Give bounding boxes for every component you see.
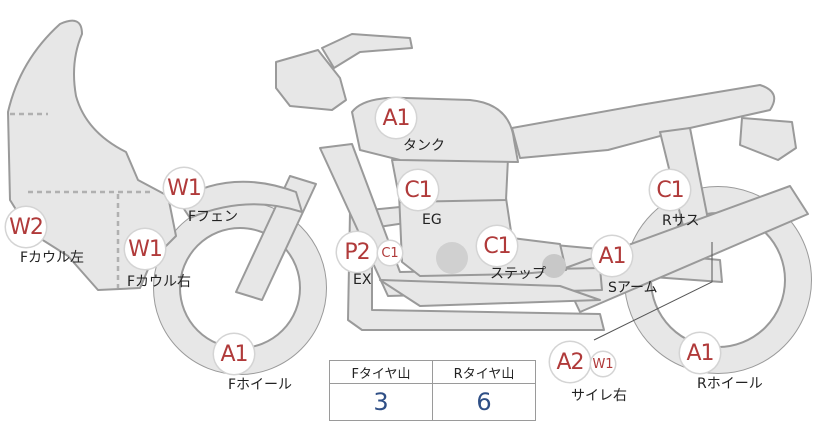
frame-lower-shape xyxy=(379,279,601,307)
ex-code-badge: P2 xyxy=(337,232,377,272)
cowl-divider-dash xyxy=(10,112,150,288)
rear-tread-value: 6 xyxy=(432,383,536,421)
rwheel-code-badge: A1 xyxy=(680,333,720,373)
sarm-code-badge: A1 xyxy=(592,236,632,276)
seat-shape xyxy=(511,84,776,159)
front-cowl-shape xyxy=(7,19,177,291)
rsus-code-badge: C1 xyxy=(650,170,690,210)
rear-tread-header: Rタイヤ山 xyxy=(432,360,536,384)
front-tread-header: Fタイヤ山 xyxy=(329,360,433,384)
tire-tread-table: Fタイヤ山 Rタイヤ山 3 6 xyxy=(329,360,536,421)
eg-label: EG xyxy=(422,212,442,228)
tank-code-badge: A1 xyxy=(376,98,416,138)
eg-code-badge: C1 xyxy=(398,170,438,210)
ex-code2-badge: C1 xyxy=(378,241,402,265)
step-code-badge: C1 xyxy=(477,226,517,266)
rear-frame-shape xyxy=(739,117,797,161)
silencer-label: サイレ右 xyxy=(571,388,627,404)
front-fender-shape xyxy=(177,180,303,219)
tank-label: タンク xyxy=(403,138,445,154)
silencer-leader-line xyxy=(593,242,713,341)
sarm-label: Sアーム xyxy=(608,280,658,296)
fcowl-left-label: Fカウル左 xyxy=(20,250,85,266)
fwheel-label: Fホイール xyxy=(228,377,293,393)
rwheel-label: Rホイール xyxy=(697,376,763,392)
silencer-code2-badge: W1 xyxy=(591,352,615,376)
rsus-label: Rサス xyxy=(662,213,700,229)
fwheel-code-badge: A1 xyxy=(214,334,254,374)
silencer-code-badge: A2 xyxy=(550,342,590,382)
ffender-label: Fフェン xyxy=(188,209,239,225)
step-label: ステップ xyxy=(490,266,546,282)
front-tread-value: 3 xyxy=(329,383,433,421)
headlight-shape xyxy=(275,49,347,111)
engine-cover xyxy=(436,242,468,274)
ex-label: EX xyxy=(353,272,372,288)
fcowl-right-code-badge: W1 xyxy=(125,229,165,269)
step-peg xyxy=(542,254,566,278)
fcowl-left-code-badge: W2 xyxy=(6,207,46,247)
handlebar-shape xyxy=(321,33,413,69)
ffender-code-badge: W1 xyxy=(164,168,204,208)
fcowl-right-label: Fカウル右 xyxy=(127,274,192,290)
